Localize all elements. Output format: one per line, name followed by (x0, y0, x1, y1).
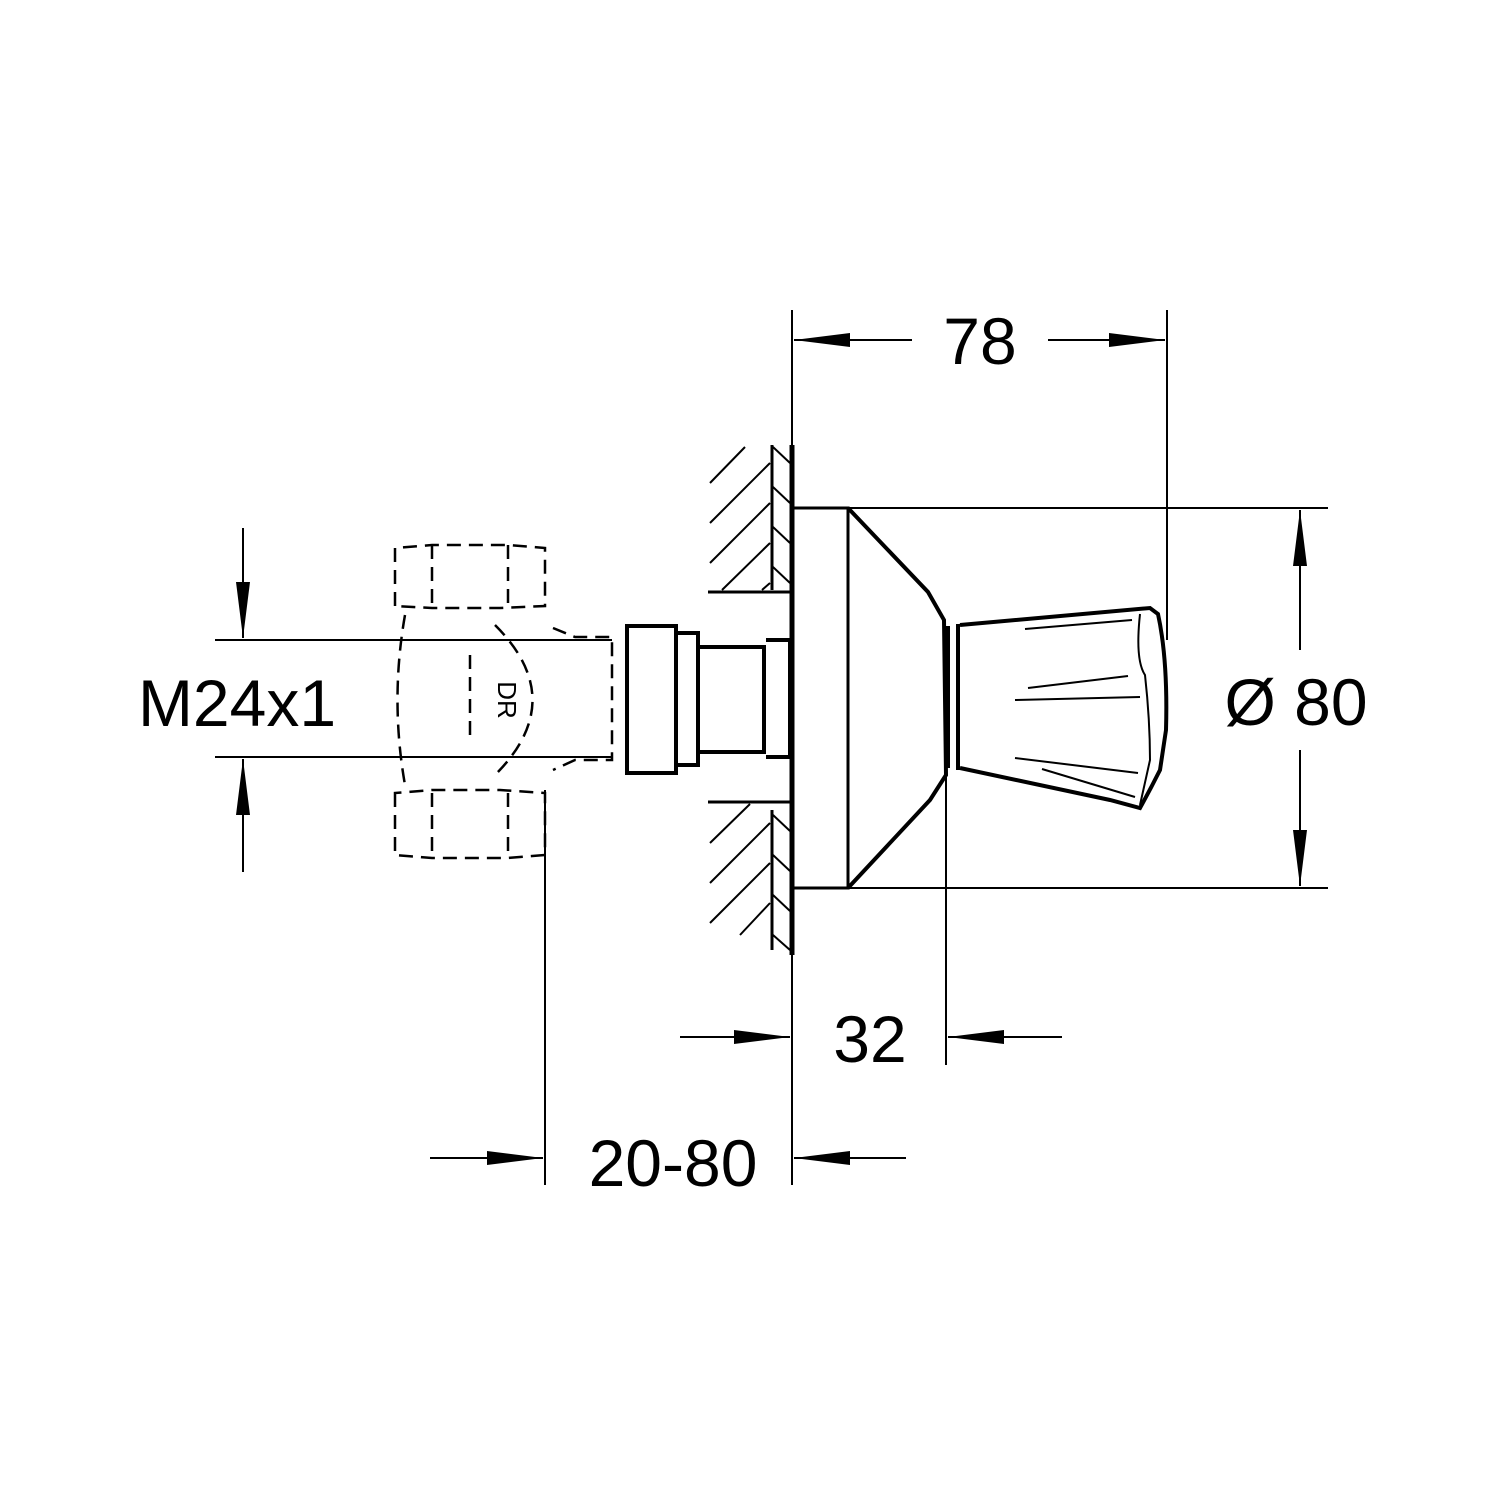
dimension-20-80-label: 20-80 (589, 1126, 758, 1200)
valve-rosette (789, 445, 949, 955)
dimension-78: 78 (794, 304, 1165, 378)
concealed-valve-body (393, 543, 614, 860)
wall-section (708, 445, 792, 951)
dimension-32-label: 32 (833, 1002, 906, 1076)
valve-marking: DR (492, 681, 522, 719)
dimension-diameter-80: Ø 80 (1224, 510, 1368, 886)
dimension-thread: M24x1 (138, 528, 336, 872)
dimension-thread-label: M24x1 (138, 666, 336, 740)
dimension-32: 32 (680, 1002, 1062, 1076)
extension-lines (215, 310, 1328, 1185)
dimension-diameter-label: Ø 80 (1224, 665, 1367, 739)
connector (625, 624, 792, 775)
valve-handle (946, 605, 1169, 811)
dimension-20-80: 20-80 (430, 1126, 906, 1200)
dimension-78-label: 78 (943, 304, 1016, 378)
